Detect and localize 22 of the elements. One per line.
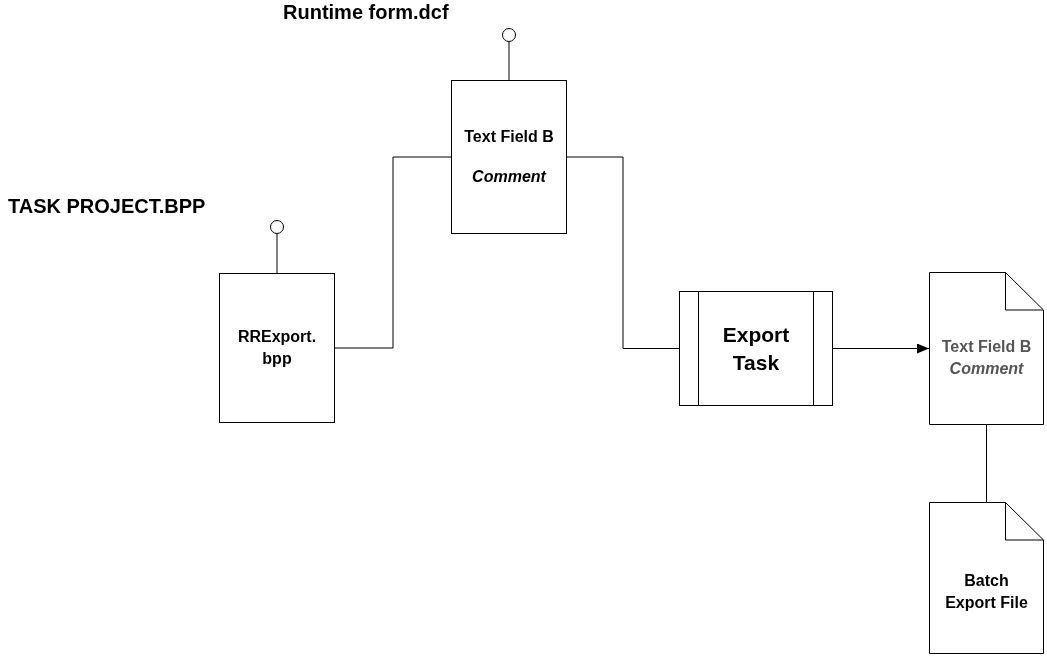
node-title: Batch Export File <box>944 571 1029 613</box>
connector-line <box>276 233 278 274</box>
node-title: Export Task <box>721 321 791 376</box>
node-title: Text Field B <box>941 336 1032 357</box>
process-box <box>219 273 335 423</box>
node-comment: Comment <box>472 167 546 187</box>
process-box <box>451 80 567 234</box>
connector-circle <box>502 28 516 42</box>
connector-line <box>566 156 680 349</box>
connector-line <box>334 156 452 349</box>
arrow <box>832 343 930 354</box>
node-comment: Comment <box>949 358 1024 379</box>
document-shape <box>929 502 1044 654</box>
document-shape <box>929 272 1044 425</box>
node-title: Text Field B <box>464 127 554 147</box>
node-title: RRExport. bpp <box>236 327 318 369</box>
connector-circle <box>270 220 284 234</box>
file-label: TASK PROJECT.BPP <box>8 195 206 218</box>
connector-line <box>508 41 510 81</box>
file-label: Runtime form.dcf <box>283 1 449 24</box>
predefined-process-box <box>679 291 833 406</box>
connector-line <box>986 424 987 503</box>
